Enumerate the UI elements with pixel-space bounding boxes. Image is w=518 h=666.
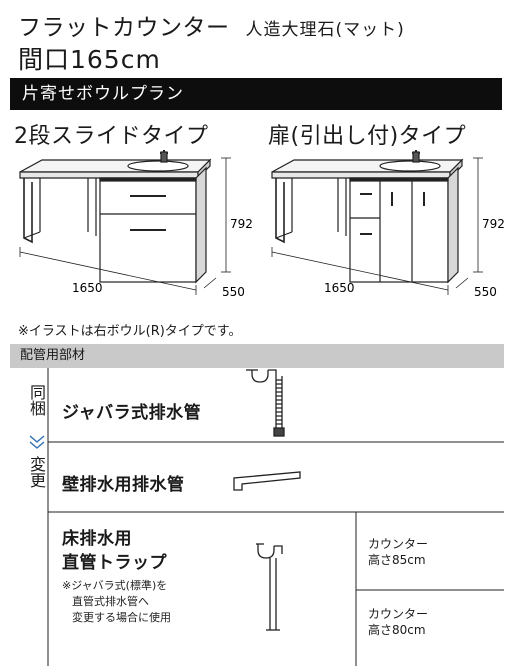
type-label-door: 扉(引出し付)タイプ — [268, 124, 467, 149]
door-type-height: 792 — [482, 217, 505, 231]
door-type-width: 1650 — [324, 281, 355, 295]
material-label: 人造大理石(マット) — [245, 20, 405, 40]
counter-height-80: カウンター 高さ80cm — [368, 607, 429, 637]
type-label-slide: 2段スライドタイプ — [14, 124, 209, 149]
size-label: 間口165cm — [18, 45, 161, 74]
flexible-drain-pipe-icon — [246, 369, 285, 437]
plan-banner: 片寄せボウルプラン — [10, 78, 502, 110]
wall-drain-pipe-icon — [233, 471, 301, 491]
door-type-cabinet-drawing — [271, 150, 464, 284]
product-name: フラットカウンター — [18, 15, 230, 41]
door-type-dimension-lines — [271, 157, 483, 295]
product-title: フラットカウンター人造大理石(マット) — [18, 8, 405, 42]
floor-drain-label-line2: 直管トラップ — [62, 553, 167, 573]
wall-drain-pipe-label: 壁排水用排水管 — [62, 475, 185, 495]
counter-height-85: カウンター 高さ85cm — [368, 537, 429, 567]
slide-type-width: 1650 — [72, 281, 103, 295]
bundled-label: 同梱 — [27, 384, 46, 416]
slide-type-cabinet-drawing — [19, 150, 212, 284]
piping-section-header: 配管用部材 — [10, 344, 504, 368]
piping-table-lines — [29, 368, 504, 666]
chevron-down-icon — [29, 435, 45, 449]
floor-drain-note: ※ジャバラ式(標準)を 直管式排水管へ 変更する場合に使用 — [62, 579, 171, 624]
floor-drain-label-line1: 床排水用 — [62, 529, 132, 549]
cabinet-illustrations: 1650 792 550 1650 792 550 — [19, 150, 505, 299]
flexible-drain-pipe-label: ジャバラ式排水管 — [62, 403, 202, 423]
slide-type-height: 792 — [230, 217, 253, 231]
door-type-depth: 550 — [474, 285, 497, 299]
straight-trap-icon — [256, 543, 283, 631]
slide-type-dimension-lines — [19, 157, 231, 295]
change-label: 変更 — [27, 456, 46, 488]
slide-type-depth: 550 — [222, 285, 245, 299]
illustration-note: ※イラストは右ボウル(R)タイプです。 — [18, 324, 242, 339]
